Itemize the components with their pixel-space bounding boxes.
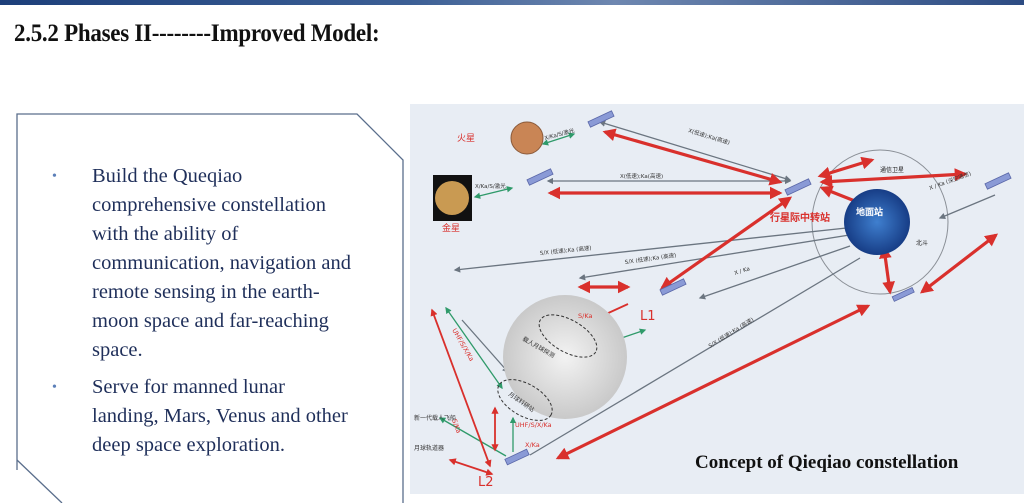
bullet-icon: • — [52, 169, 57, 184]
link-label: X/Ka — [525, 441, 540, 449]
bullet-item: • Serve for manned lunar landing, Mars, V… — [52, 373, 352, 460]
l2-label: L2 — [478, 475, 494, 490]
spacecraft-label: 新一代载人飞船 — [414, 414, 456, 422]
link-label: X/Ka/S/激光 — [475, 182, 506, 190]
venus-label: 金星 — [442, 222, 460, 234]
relay-label: 行星际中转站 — [769, 211, 830, 224]
link-label: S/Ka — [578, 312, 592, 320]
link-label: X / Ka — [734, 266, 751, 277]
diagram-caption: Concept of Qieqiao constellation — [695, 452, 959, 473]
venus-icon — [435, 181, 469, 215]
beidou-label: 北斗 — [916, 239, 928, 247]
slide-top-bar — [0, 0, 1024, 5]
text-panel-frame — [16, 113, 404, 503]
mars-label: 火星 — [457, 133, 475, 144]
ground-station-label: 地面站 — [856, 206, 883, 218]
relay-arrows — [547, 128, 999, 460]
mars-icon — [510, 121, 544, 155]
earth-icon — [844, 189, 910, 255]
bullet-text: Build the Queqiao comprehensive constell… — [92, 165, 352, 361]
satellite-icons — [504, 110, 1012, 466]
moon-icon — [503, 295, 627, 419]
slide-title: 2.5.2 Phases II--------Improved Model: — [14, 20, 380, 47]
bullet-icon: • — [52, 380, 57, 395]
link-label: UHF/S/X/Ka — [515, 421, 552, 429]
orbiter-label: 月球轨道器 — [414, 444, 444, 452]
comm-sat-label: 通信卫星 — [880, 166, 904, 174]
link-label: X(低速);Ka(高速) — [620, 172, 663, 180]
bullet-item: • Build the Queqiao comprehensive constel… — [52, 162, 352, 365]
constellation-diagram: 火星 金星 行星际中转站 L1 L2 地面站 通信卫星 北斗 X/Ka/S/激光… — [410, 104, 1024, 494]
l1-label: L1 — [640, 309, 656, 324]
bullet-text: Serve for manned lunar landing, Mars, Ve… — [92, 376, 348, 456]
bullet-list: • Build the Queqiao comprehensive constel… — [52, 162, 352, 468]
